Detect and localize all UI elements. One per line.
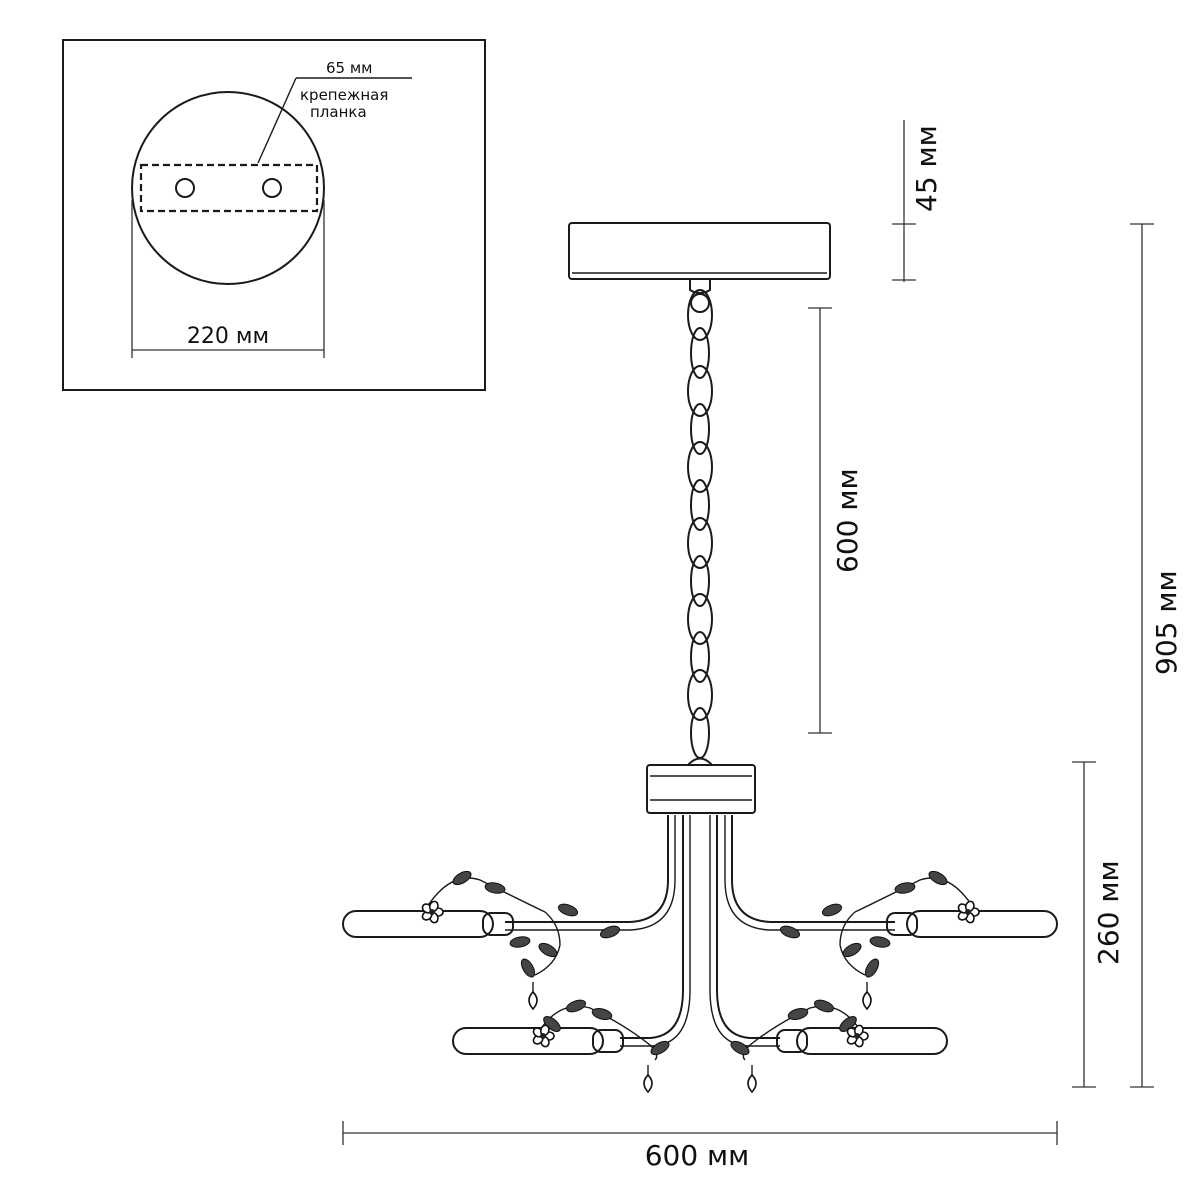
hub-body [646,764,756,814]
lamp-tube-upper-left [342,910,494,938]
crystal-drop [643,1073,653,1094]
leaf [565,999,587,1013]
total-height-label: 905 мм [1150,570,1183,675]
chain-length-label: 600 мм [831,468,864,573]
body-height-label: 260 мм [1092,860,1125,965]
chain-link [690,707,710,759]
leaf [730,1040,750,1056]
leaf [591,1008,613,1020]
mounting-plate-inset: 65 мм крепежная планка 220 мм [62,39,486,391]
lamp-socket-upper-left [482,912,514,936]
arm-upper-left [505,815,669,923]
chain-link [690,555,710,607]
leaf [894,882,916,894]
chain-link [687,365,713,417]
leaf [821,903,843,917]
leaf [813,999,835,1013]
leaf [538,942,558,958]
arm-lower-right [716,815,780,1039]
ceiling-canopy [568,222,831,294]
leaf [520,958,536,978]
strip-width-label: 65 мм [326,59,373,77]
leaf [484,882,506,894]
arm-lower-right-inner [709,815,780,1047]
flower-center [429,909,435,915]
width-label: 600 мм [645,1139,750,1172]
lamp-socket-upper-right [886,912,918,936]
canopy-top-view-circle [131,91,325,285]
chandelier-arms [505,815,895,1047]
chain-link [687,289,713,341]
flower-center [965,909,971,915]
mounting-strip [139,163,319,213]
arm-upper-left-inner [505,815,676,931]
leaf [779,925,801,939]
chain-link [687,593,713,645]
flower-center [540,1033,546,1039]
lamp-tubes [342,910,1058,1055]
chain-link [690,403,710,455]
leaf [928,870,948,886]
crystal-drop [747,1073,757,1094]
leaf [557,903,579,917]
lamp-tube-lower-left [452,1027,604,1055]
central-hub [646,757,756,814]
screw-hole-left [175,178,195,198]
leaf [650,1040,670,1056]
crystal-drop [862,990,872,1011]
leaf [509,936,531,948]
chain-link [690,327,710,379]
plate-label-line1: крепежная [300,86,388,104]
arm-upper-right-inner [724,815,895,931]
hub-top-link [687,757,713,766]
screw-hole-right [262,178,282,198]
lamp-socket-lower-left [592,1029,624,1053]
lamp-tube-lower-right [796,1027,948,1055]
chain-link [687,517,713,569]
chain-link [687,441,713,493]
diameter-label: 220 мм [187,324,269,349]
leaf [864,958,880,978]
canopy-plate [568,222,831,280]
leaf [599,925,621,939]
arm-upper-right [731,815,895,923]
chain-link [690,631,710,683]
chain-top-ring [690,293,710,313]
leaf [452,870,472,886]
lamp-tube-upper-right [906,910,1058,938]
chain-link [687,669,713,721]
crystal-drop [528,990,538,1011]
lamp-socket-lower-right [776,1029,808,1053]
flower-center [854,1033,860,1039]
canopy-height-label: 45 мм [910,125,943,212]
leaf [842,942,862,958]
leaf [787,1008,809,1020]
leaf [869,936,891,948]
floral-decoration [421,870,980,1094]
suspension-chain [687,289,713,759]
chain-link [690,479,710,531]
arm-lower-left [620,815,684,1039]
arm-lower-left-inner [620,815,691,1047]
inset-frame [62,39,486,391]
plate-label-line2: планка [310,103,367,121]
strip-leader-diagonal [257,77,297,164]
dimension-lines: 45 мм 600 мм 905 мм 260 мм 600 мм [342,120,1183,1172]
